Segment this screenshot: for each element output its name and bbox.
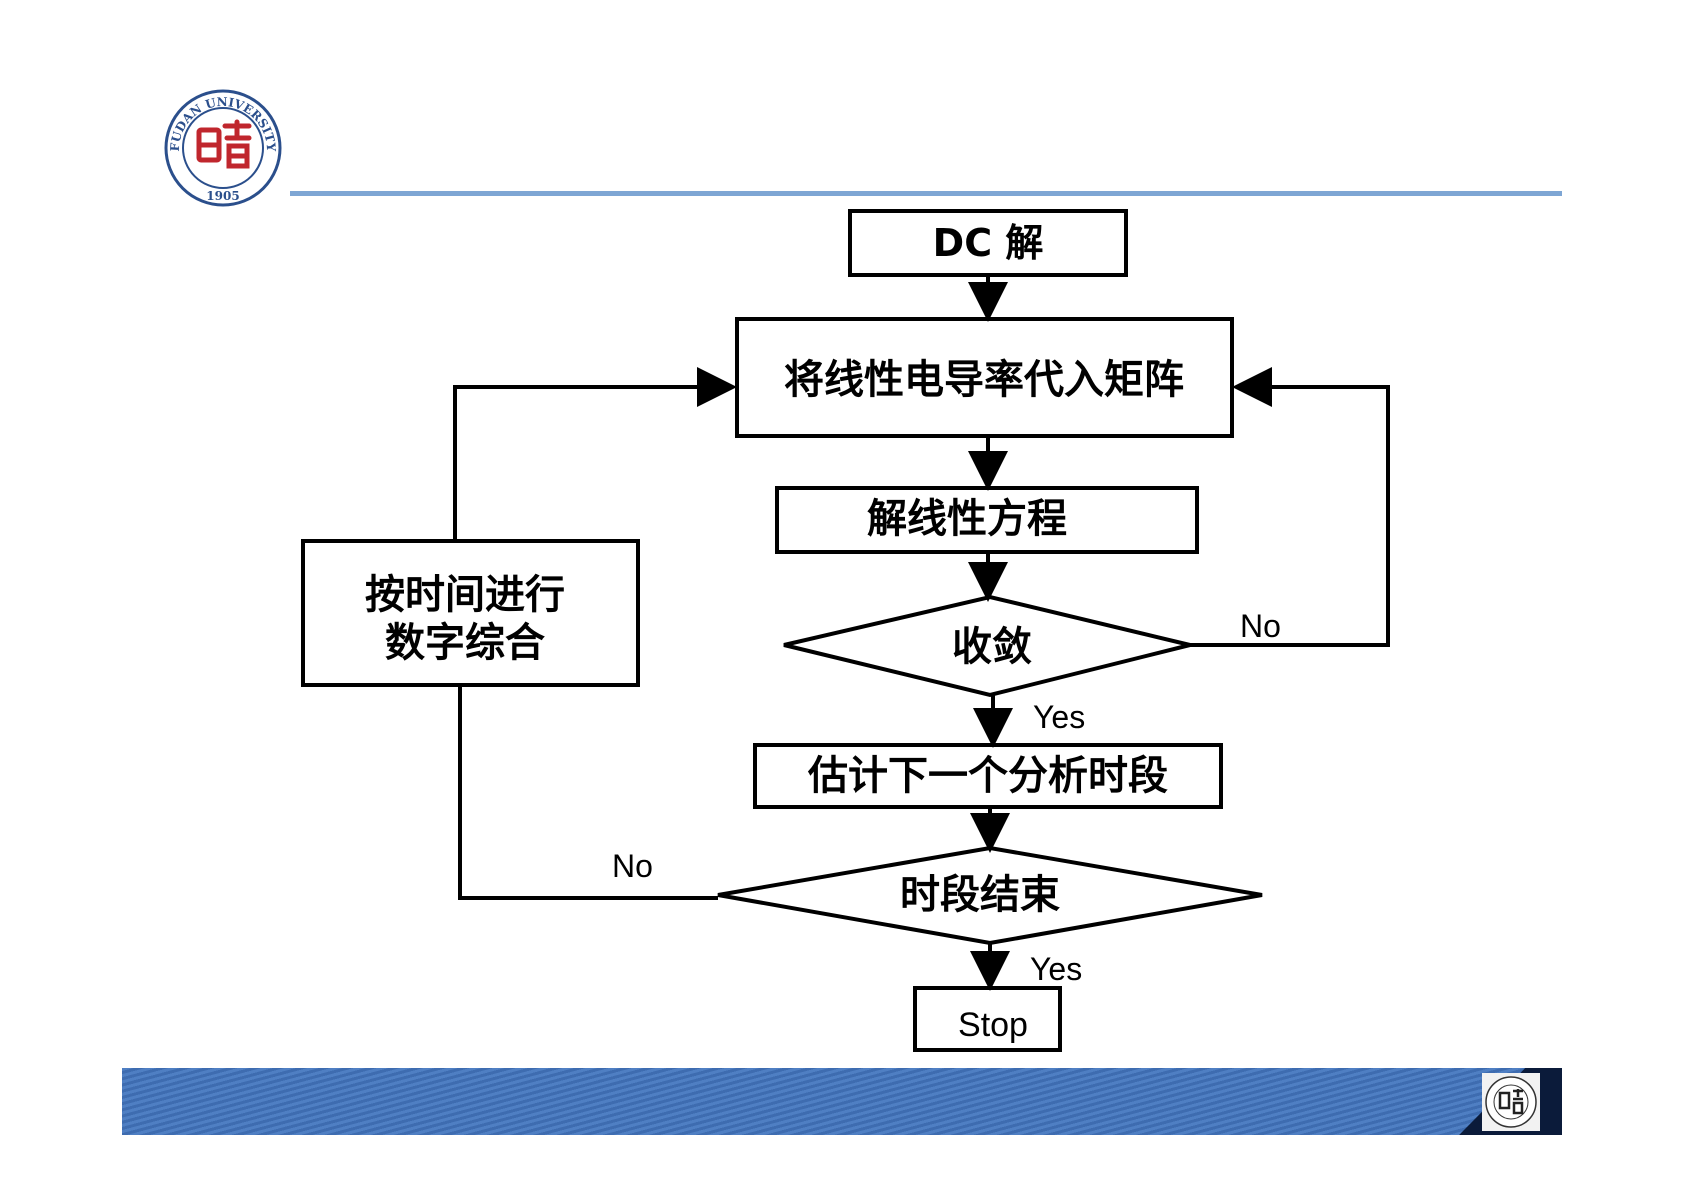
edge-segment-no [460,685,718,898]
label-matrix: 将线性电导率代入矩阵 [784,357,1184,403]
fudan-seal-small-icon [1482,1073,1540,1131]
edge-label-converge-no: No [1240,608,1281,644]
label-segment-end: 时段结束 [900,872,1060,918]
edge-integrate-matrix [455,387,729,541]
edge-label-segment-yes: Yes [1030,951,1082,987]
edge-label-converge-yes: Yes [1033,699,1085,735]
footer-band [122,1068,1562,1135]
label-solve: 解线性方程 [867,496,1067,542]
label-converge: 收敛 [952,624,1032,670]
edge-label-segment-no: No [612,848,653,884]
label-stop: Stop [958,1006,1028,1044]
label-estimate: 估计下一个分析时段 [807,753,1168,799]
label-integrate-2: 数字综合 [385,620,545,666]
label-dc: DC 解 [933,221,1044,265]
label-integrate-1: 按时间进行 [365,572,565,618]
